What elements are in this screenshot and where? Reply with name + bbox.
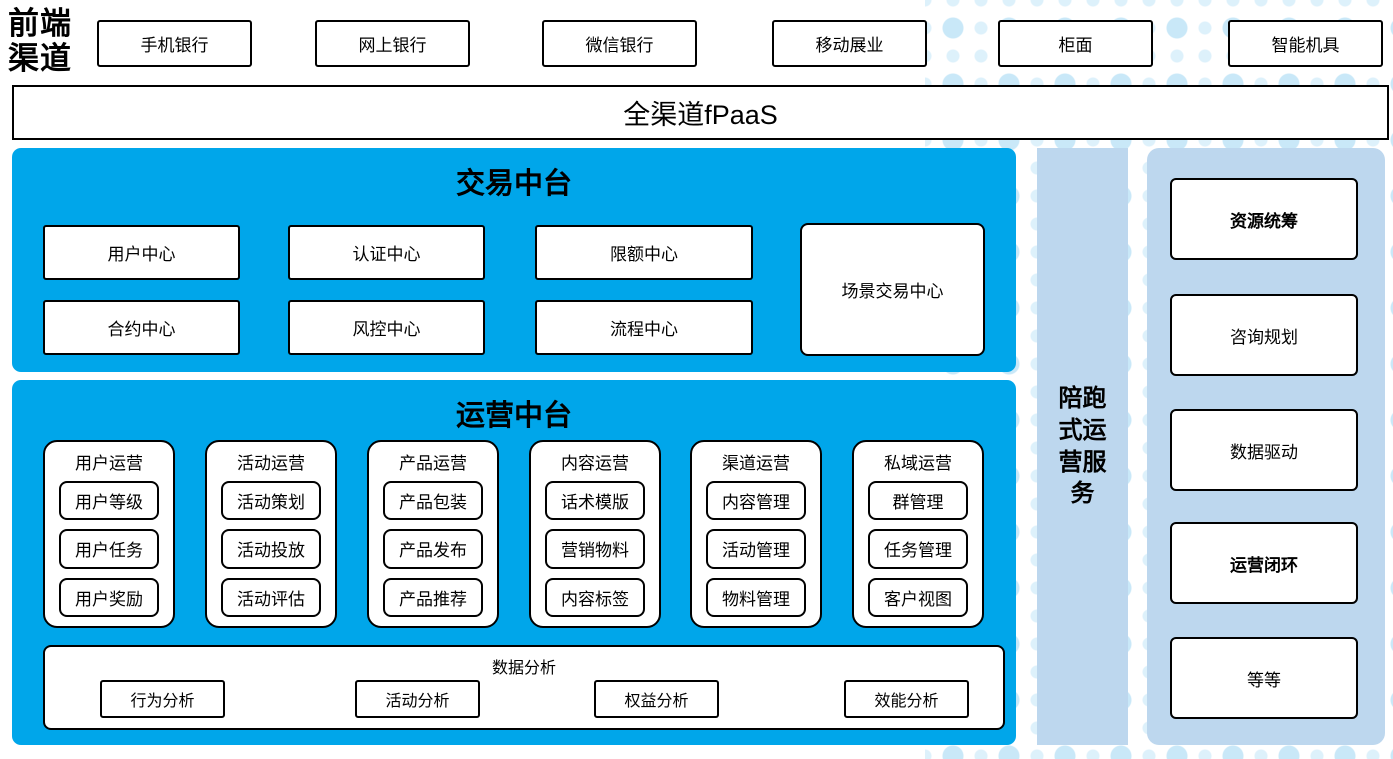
ops-column-header: 用户运营: [75, 454, 143, 473]
support-box-consulting: 咨询规划: [1170, 294, 1358, 376]
ops-item: 客户视图: [868, 577, 968, 617]
ops-item: 产品推荐: [383, 577, 483, 617]
ops-item: 任务管理: [868, 529, 968, 569]
center-box-limit: 限额中心: [535, 225, 753, 280]
support-panel: 资源统筹 咨询规划 数据驱动 运营闭环 等等: [1147, 148, 1385, 745]
ops-item: 活动管理: [706, 529, 806, 569]
ops-column-header: 产品运营: [399, 454, 467, 473]
side-service-label: 陪跑式运营服务: [1058, 385, 1107, 508]
ops-item: 活动投放: [221, 529, 321, 569]
ops-column-content: 内容运营 话术模版 营销物料 内容标签: [529, 440, 661, 628]
ops-item: 群管理: [868, 481, 968, 521]
ops-column-user: 用户运营 用户等级 用户任务 用户奖励: [43, 440, 175, 628]
side-service-bar: 陪跑式运营服务: [1037, 148, 1128, 745]
ops-item: 物料管理: [706, 577, 806, 617]
center-box-scene-trade: 场景交易中心: [800, 223, 985, 356]
ops-item: 产品包装: [383, 481, 483, 521]
ops-column-private-domain: 私域运营 群管理 任务管理 客户视图: [852, 440, 984, 628]
ops-column-header: 渠道运营: [722, 454, 790, 473]
channel-box-smart-machines: 智能机具: [1228, 20, 1383, 67]
ops-column-product: 产品运营 产品包装 产品发布 产品推荐: [367, 440, 499, 628]
analysis-item-rights: 权益分析: [594, 680, 719, 718]
data-analysis-title: 数据分析: [491, 660, 556, 677]
center-box-user: 用户中心: [43, 225, 240, 280]
ops-item: 活动评估: [221, 577, 321, 617]
center-box-auth: 认证中心: [288, 225, 485, 280]
ops-item: 话术模版: [545, 481, 645, 521]
channel-box-mobile-banking: 手机银行: [97, 20, 252, 67]
ops-item: 内容标签: [545, 577, 645, 617]
channel-box-mobile-business: 移动展业: [772, 20, 927, 67]
support-box-data-driven: 数据驱动: [1170, 409, 1358, 491]
ops-platform: 运营中台 用户运营 用户等级 用户任务 用户奖励 活动运营 活动策划 活动投放 …: [12, 380, 1016, 745]
trade-platform: 交易中台 用户中心 认证中心 限额中心 合约中心 风控中心 流程中心 场景交易中…: [12, 148, 1016, 372]
data-analysis-box: 数据分析 行为分析 活动分析 权益分析 效能分析: [43, 645, 1005, 730]
ops-item: 用户奖励: [59, 577, 159, 617]
channel-box-wechat-banking: 微信银行: [542, 20, 697, 67]
ops-item: 用户任务: [59, 529, 159, 569]
center-box-risk: 风控中心: [288, 300, 485, 355]
ops-item: 用户等级: [59, 481, 159, 521]
channel-box-counter: 柜面: [998, 20, 1153, 67]
support-box-ops-loop: 运营闭环: [1170, 522, 1358, 604]
ops-column-channel: 渠道运营 内容管理 活动管理 物料管理: [690, 440, 822, 628]
channel-box-online-banking: 网上银行: [315, 20, 470, 67]
center-box-contract: 合约中心: [43, 300, 240, 355]
ops-column-header: 活动运营: [237, 454, 305, 473]
ops-column-header: 内容运营: [561, 454, 629, 473]
fpaas-bar: 全渠道fPaaS: [12, 85, 1389, 140]
ops-item: 营销物料: [545, 529, 645, 569]
analysis-item-behavior: 行为分析: [100, 680, 225, 718]
support-box-resource: 资源统筹: [1170, 178, 1358, 260]
support-box-etc: 等等: [1170, 637, 1358, 719]
ops-column-activity: 活动运营 活动策划 活动投放 活动评估: [205, 440, 337, 628]
ops-column-header: 私域运营: [884, 454, 952, 473]
ops-platform-title: 运营中台: [455, 400, 572, 432]
analysis-item-activity: 活动分析: [355, 680, 480, 718]
ops-item: 产品发布: [383, 529, 483, 569]
front-channels-label: 前端渠道: [8, 6, 72, 77]
center-box-process: 流程中心: [535, 300, 753, 355]
trade-platform-title: 交易中台: [455, 168, 572, 200]
ops-item: 活动策划: [221, 481, 321, 521]
ops-item: 内容管理: [706, 481, 806, 521]
analysis-item-efficiency: 效能分析: [844, 680, 969, 718]
